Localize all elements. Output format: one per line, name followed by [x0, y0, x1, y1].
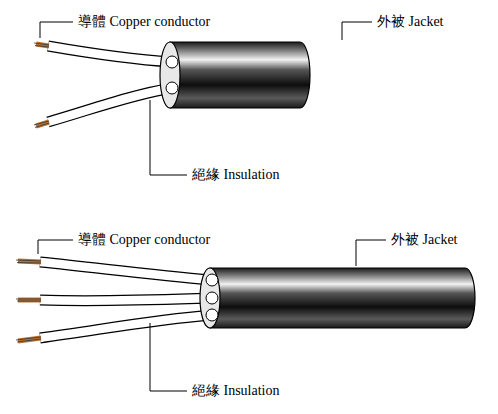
- leader-lines: [38, 22, 386, 391]
- part-label: 絕緣 Insulation: [191, 166, 281, 184]
- two-core-cable: [34, 42, 310, 128]
- part-label: 外被 Jacket: [390, 231, 458, 249]
- part-label: 導體 Copper conductor: [77, 231, 211, 249]
- part-label: 絕緣 Insulation: [191, 382, 281, 400]
- part-label: 導體 Copper conductor: [77, 13, 211, 31]
- part-label: 外被 Jacket: [376, 13, 444, 31]
- three-core-cable: [16, 260, 475, 342]
